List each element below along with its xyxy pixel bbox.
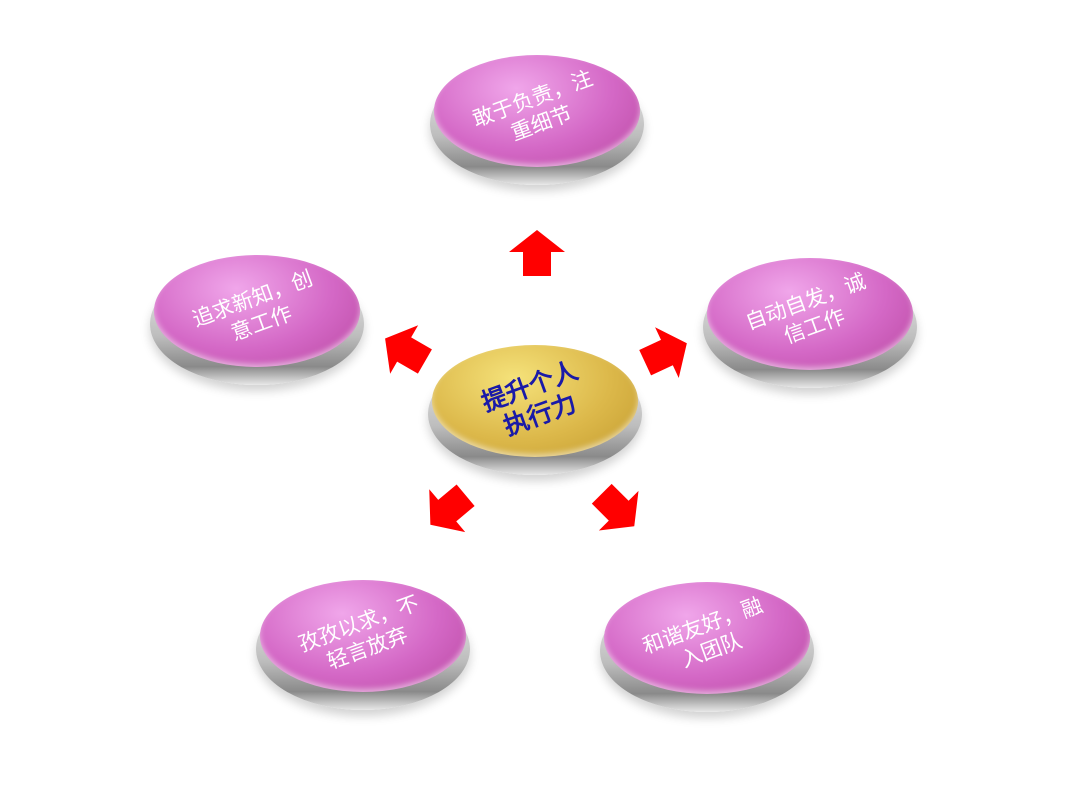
arrow-up-left-icon — [385, 325, 432, 374]
arrow-down-right-icon — [591, 483, 639, 531]
disc-bottom-right: 和谐友好，融入团队 — [600, 582, 814, 712]
disc-bottom-left: 孜孜以求，不轻言放弃 — [256, 580, 470, 710]
disc-label: 自动自发，诚信工作 — [742, 268, 869, 349]
disc-center: 提升个人执行力 — [428, 345, 642, 475]
disc-label: 孜孜以求，不轻言放弃 — [295, 590, 422, 674]
disc-top: 敢于负责，注重细节 — [430, 55, 644, 185]
arrow-up-right-icon — [639, 327, 687, 378]
center-label: 提升个人执行力 — [477, 355, 582, 442]
arrow-up-icon — [509, 230, 565, 276]
disc-label: 追求新知，创意工作 — [189, 265, 316, 346]
disc-label: 和谐友好，融入团队 — [639, 592, 766, 673]
disc-right: 自动自发，诚信工作 — [703, 258, 917, 388]
disc-left: 追求新知，创意工作 — [150, 255, 364, 385]
disc-label: 敢于负责，注重细节 — [469, 65, 596, 146]
arrow-down-left-icon — [429, 484, 475, 533]
